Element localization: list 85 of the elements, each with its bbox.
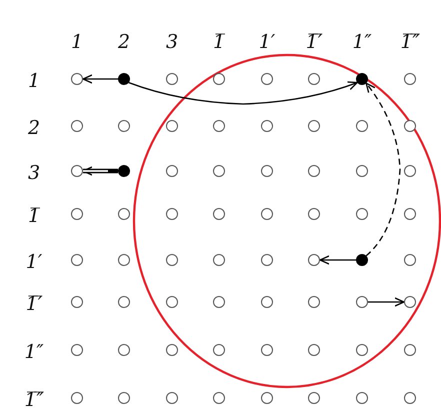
row-header: 1̅′̅ [26,293,42,315]
open-circle [261,120,273,132]
open-circle [404,120,416,132]
open-circle [118,296,130,308]
open-circle [71,344,83,356]
open-circle [308,120,320,132]
open-circle [404,296,416,308]
row-header: 1̅ [28,205,40,227]
column-header: 2 [118,31,130,53]
column-header: 1̅ [212,31,226,53]
open-circle [404,165,416,177]
open-circle [356,392,368,404]
arrow [368,297,405,307]
open-circle [261,344,273,356]
open-circle [308,165,320,177]
open-circle [308,344,320,356]
open-circle [261,165,273,177]
open-circle [261,254,273,266]
open-circle [118,120,130,132]
open-circle [118,344,130,356]
column-header: 1̅″̅ [400,31,420,53]
row-header: 3 [28,162,40,184]
open-circle [404,392,416,404]
dashed-arrow [366,82,401,256]
open-circle [356,296,368,308]
open-circle [404,73,416,85]
open-circle [213,344,225,356]
open-circle [356,120,368,132]
open-circle [213,73,225,85]
row-header: 2 [28,117,40,139]
open-circle [71,254,83,266]
open-circle [71,392,83,404]
open-circle [213,120,225,132]
row-header: 1̅″̅ [24,389,44,411]
open-circle [71,120,83,132]
open-circle [261,208,273,220]
open-circle [166,73,178,85]
open-circle [404,208,416,220]
open-circle [71,73,83,85]
column-header: 3 [166,31,178,53]
row-header: 1″ [24,341,44,363]
open-circle [166,208,178,220]
open-circle [308,208,320,220]
open-circle [308,296,320,308]
open-circle [404,344,416,356]
open-circle [71,296,83,308]
open-circle [308,392,320,404]
open-circle [166,392,178,404]
column-header: 1 [70,31,84,53]
open-circle [118,208,130,220]
open-circle [166,344,178,356]
open-circle [71,165,83,177]
open-circle [71,208,83,220]
open-circle [166,296,178,308]
open-circle [404,254,416,266]
open-circle [356,344,368,356]
arrow [128,81,358,105]
arrow [82,74,118,84]
open-circle [213,392,225,404]
open-circle [213,208,225,220]
open-circle [213,165,225,177]
open-circle [356,165,368,177]
open-circle [166,254,178,266]
open-circle [166,165,178,177]
column-header: 1̅′̅ [306,31,322,53]
row-header: 1 [28,70,40,92]
open-circle [213,296,225,308]
filled-dot [356,254,368,266]
open-circle [118,254,130,266]
row-header: 1′ [26,251,42,273]
filled-dot [118,73,130,85]
filled-dot [118,165,130,177]
open-circle [261,73,273,85]
filled-dot [356,73,368,85]
column-header: 1′ [258,31,276,53]
open-circle [356,208,368,220]
open-circle [166,120,178,132]
open-circle [308,254,320,266]
open-circle [261,296,273,308]
open-circle [118,392,130,404]
column-header: 1″ [352,31,372,53]
open-circle [261,392,273,404]
open-circle [213,254,225,266]
arrow [319,255,356,265]
open-circle [308,73,320,85]
